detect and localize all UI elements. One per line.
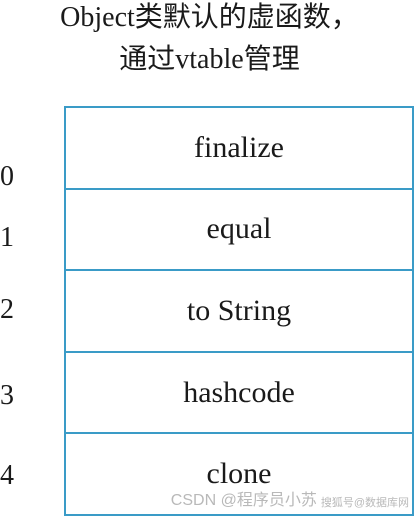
method-name: to String (186, 293, 292, 327)
slot-index-3: 3 (0, 380, 14, 411)
method-name: clone (206, 457, 272, 491)
diagram-title-line-2: 通过vtable管理 (119, 44, 300, 75)
method-name: hashcode (183, 375, 295, 409)
watermark-sub: 搜狐号@数据库网 (320, 497, 409, 509)
watermark-main: CSDN @程序员小苏 (170, 492, 317, 509)
method-name: equal (206, 212, 272, 246)
vtable-slot: hashcode (66, 353, 412, 435)
watermark: CSDN @程序员小苏 搜狐号@数据库网 (171, 492, 409, 510)
slot-index-4: 4 (0, 460, 14, 491)
vtable-slot: clone (66, 434, 412, 514)
slot-index-2: 2 (0, 294, 14, 325)
slot-index-1: 1 (0, 222, 14, 253)
diagram-title-line-1: Object类默认的虚函数， (60, 2, 359, 33)
vtable-box: finalize equal to String hashcode clone (64, 106, 414, 516)
vtable-slot: to String (66, 271, 412, 353)
vtable-slot: finalize (66, 108, 412, 190)
method-name: finalize (194, 130, 284, 164)
vtable-slot: equal (66, 190, 412, 272)
slot-index-0: 0 (0, 161, 14, 192)
